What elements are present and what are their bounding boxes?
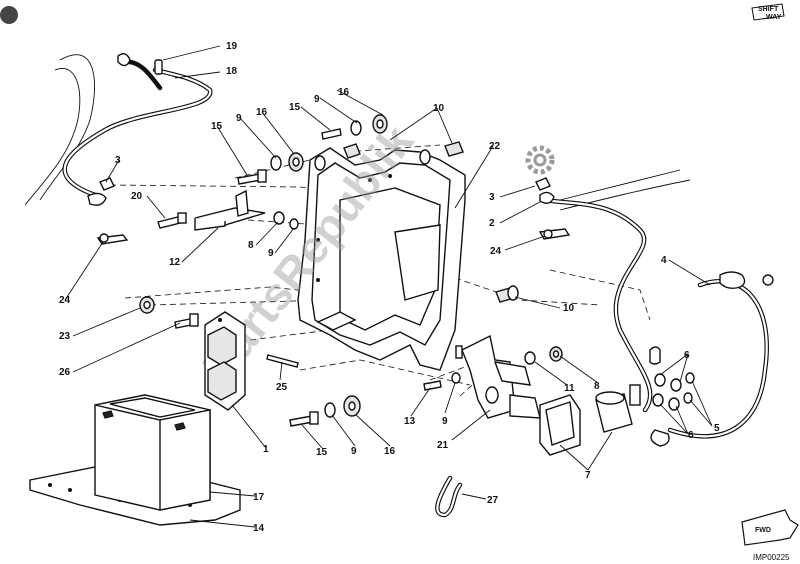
leader-lines (64, 45, 713, 528)
callout-numbers: 19 18 16 9 15 10 16 9 15 3 22 20 3 2 12 … (59, 41, 720, 534)
ground-cable-right (535, 169, 774, 447)
callout-26: 26 (59, 367, 71, 378)
callout-17: 17 (253, 492, 265, 503)
callout-24-left: 24 (59, 295, 71, 306)
gear-icon (525, 145, 555, 175)
callout-9-bottom: 9 (351, 446, 357, 457)
callout-16-bottom: 16 (384, 446, 396, 457)
callout-9-mid: 9 (236, 113, 242, 124)
grommets-8-11 (524, 346, 563, 365)
callout-16-mid: 16 (256, 107, 268, 118)
forward-arrow-icon: FWD (741, 509, 799, 546)
callout-8-right: 8 (594, 381, 600, 392)
callout-15-bottom: 15 (316, 447, 328, 458)
callout-14: 14 (253, 523, 265, 534)
callout-25: 25 (276, 382, 288, 393)
page-mark-icon (0, 6, 18, 24)
bracket-12 (194, 189, 266, 231)
logo-text-2: WAY (766, 14, 782, 21)
callout-9-left: 9 (268, 248, 274, 259)
fasteners-left (139, 296, 299, 368)
starter-relay-7 (539, 384, 641, 456)
battery-17 (29, 394, 241, 526)
callout-15-mid: 15 (211, 121, 223, 132)
nut-10 (495, 285, 519, 303)
callout-6-bottom: 6 (688, 430, 694, 441)
shift-way-logo: SHIFT WAY (751, 3, 785, 21)
terminal-clip-24-left (96, 233, 129, 245)
callout-11: 11 (564, 383, 575, 394)
callout-3-right: 3 (489, 192, 495, 203)
callout-22: 22 (489, 141, 501, 152)
fwd-label: FWD (755, 527, 771, 534)
bolt-20 (157, 212, 187, 229)
callout-9-top: 9 (314, 94, 320, 105)
fasteners-bottom (289, 395, 361, 427)
electronic-unit-1 (204, 311, 246, 411)
callout-10-top: 10 (433, 103, 445, 114)
battery-tray-22 (297, 147, 466, 371)
callout-15-top: 15 (289, 102, 301, 113)
cable-clip-27 (435, 475, 463, 518)
callout-16-top: 16 (338, 87, 350, 98)
washers-right (652, 372, 695, 411)
callout-13: 13 (404, 416, 416, 427)
callout-27: 27 (487, 495, 499, 506)
callout-2: 2 (489, 218, 495, 229)
callout-24-right: 24 (490, 246, 502, 257)
bolt-13 (423, 372, 461, 391)
callout-5: 5 (714, 423, 720, 434)
callout-10-right: 10 (563, 303, 575, 314)
callout-3-left: 3 (115, 155, 121, 166)
callout-7: 7 (585, 470, 591, 481)
callout-21: 21 (437, 440, 449, 451)
callout-1: 1 (263, 444, 269, 455)
relay-bracket-21 (455, 334, 541, 419)
logo-text-1: SHIFT (758, 6, 779, 13)
callout-9-right: 9 (442, 416, 448, 427)
ground-cable-left (24, 53, 213, 206)
callout-6-top: 6 (684, 350, 690, 361)
callout-20: 20 (131, 191, 143, 202)
callout-4: 4 (661, 255, 667, 266)
drawing-code: IMP00225 (753, 553, 790, 562)
callout-8-left: 8 (248, 240, 254, 251)
fasteners-top (237, 114, 464, 230)
callout-12: 12 (169, 257, 181, 268)
callout-18: 18 (226, 66, 238, 77)
callout-19: 19 (226, 41, 238, 52)
callout-23: 23 (59, 331, 71, 342)
